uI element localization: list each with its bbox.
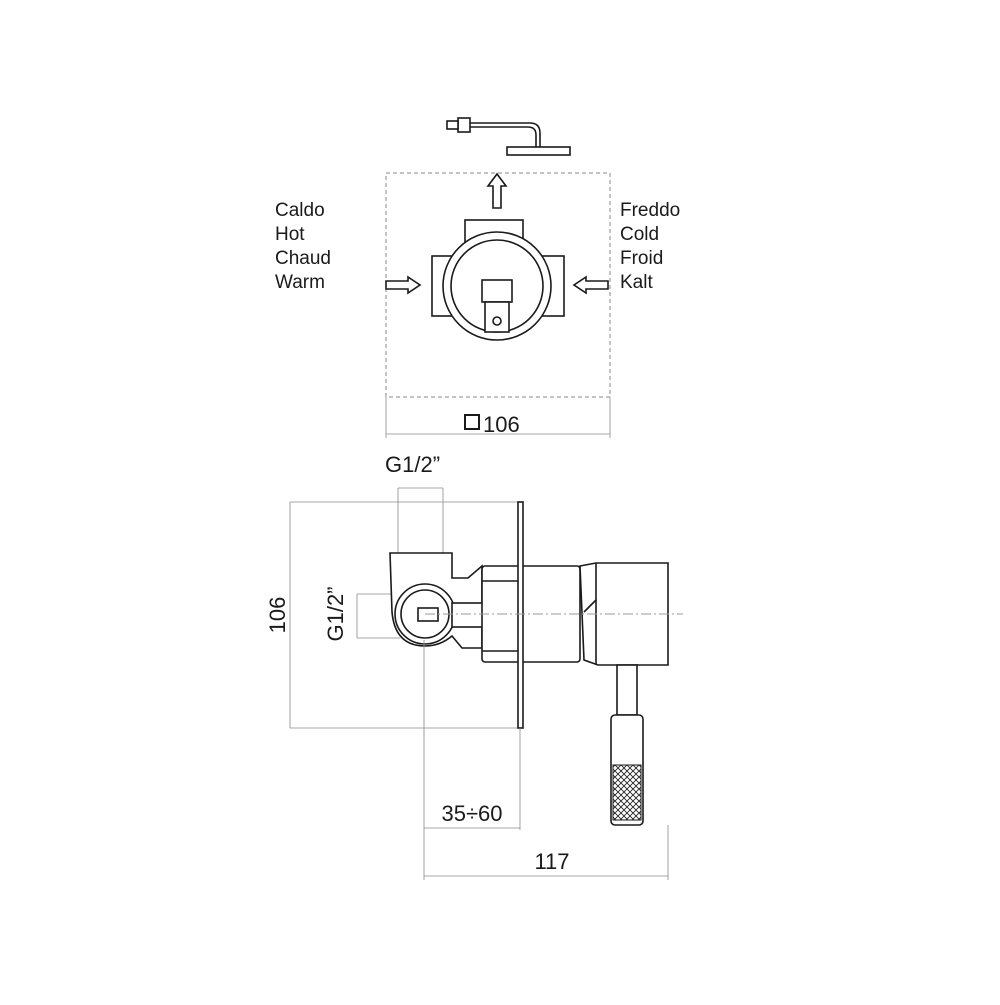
valve-body: [431, 219, 565, 341]
top-thread-dimension: [397, 487, 444, 553]
cold-label: Kalt: [620, 272, 653, 293]
top-thread-label: G1/2”: [385, 452, 440, 477]
outlet-arrow-icon: [486, 172, 508, 209]
wall-plate: [517, 501, 524, 729]
plate-dimension-value: 106: [483, 412, 520, 437]
cold-label: Freddo: [620, 200, 680, 221]
cold-inlet-arrow-icon: [572, 275, 609, 295]
hot-label: Caldo: [275, 200, 325, 221]
side-thread-label: G1/2”: [323, 586, 348, 641]
hot-label: Warm: [275, 272, 325, 293]
height-dimension-value: 106: [265, 597, 290, 634]
hot-inlet-arrow-icon: [385, 275, 422, 295]
depth-range-dimension: 35÷60: [423, 640, 521, 880]
side-thread-dimension: G1/2”: [323, 586, 400, 642]
lever-handle: [610, 664, 644, 826]
total-depth-value: 117: [534, 849, 569, 874]
side-view: G1/2” 106 G1/2”: [265, 452, 683, 880]
cold-label: Froid: [620, 248, 663, 269]
depth-range-value: 35÷60: [441, 801, 502, 826]
total-depth-dimension: 117: [424, 825, 669, 880]
valve-side-body: [389, 552, 485, 649]
plate-width-dimension: 106: [385, 397, 611, 438]
hot-label: Chaud: [275, 248, 331, 269]
height-dimension: 106: [265, 501, 522, 729]
shower-head-icon: [446, 117, 571, 156]
square-symbol-icon: [464, 414, 480, 430]
hot-label: Hot: [275, 224, 305, 245]
front-view: Caldo Hot Chaud Warm Freddo Cold Froid K…: [275, 117, 680, 438]
cold-label: Cold: [620, 224, 659, 245]
